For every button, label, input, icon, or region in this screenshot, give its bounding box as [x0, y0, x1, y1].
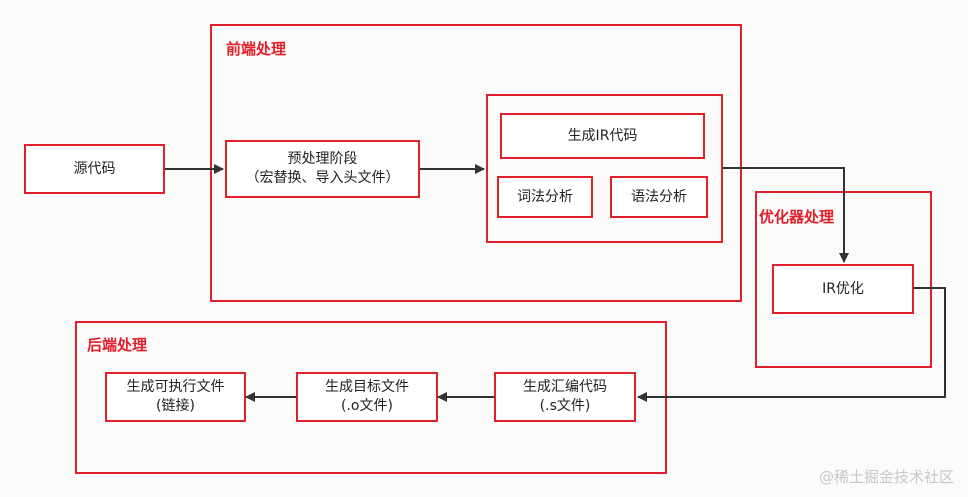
node-gen-exe: 生成可执行文件 (链接)	[105, 372, 246, 422]
edge-ir-opt-to-gen-asm	[637, 287, 946, 402]
node-source-label: 源代码	[73, 160, 116, 177]
node-preprocess: 预处理阶段 （宏替换、导入头文件）	[225, 140, 420, 198]
node-gen-obj-label: 生成目标文件	[325, 379, 409, 395]
watermark: @稀土掘金技术社区	[818, 468, 954, 486]
node-gen-ir: 生成IR代码	[500, 113, 705, 159]
edge-gen-ir-to-ir-opt	[723, 167, 849, 263]
node-gen-exe-label: 生成可执行文件	[126, 379, 225, 395]
node-gen-asm: 生成汇编代码 (.s文件)	[494, 372, 636, 422]
backend-group-title: 后端处理	[87, 336, 148, 354]
node-lexical-label: 词法分析	[517, 188, 573, 205]
node-lexical: 词法分析	[497, 176, 593, 218]
node-gen-asm-label: 生成汇编代码	[523, 379, 607, 395]
node-preprocess-label: 预处理阶段	[287, 151, 358, 167]
node-syntax-label: 语法分析	[631, 188, 687, 205]
node-ir-opt-label: IR优化	[822, 280, 864, 297]
node-gen-ir-label: 生成IR代码	[567, 127, 638, 144]
node-gen-asm-sublabel: (.s文件)	[539, 398, 591, 414]
node-syntax: 语法分析	[610, 176, 708, 218]
frontend-group-title: 前端处理	[226, 40, 287, 58]
optimizer-group-title: 优化器处理	[759, 208, 835, 226]
node-gen-obj: 生成目标文件 (.o文件)	[296, 372, 438, 422]
node-gen-obj-sublabel: (.o文件)	[341, 398, 393, 414]
node-gen-exe-sublabel: (链接)	[156, 398, 195, 414]
node-ir-opt: IR优化	[772, 264, 914, 314]
node-source: 源代码	[24, 144, 165, 194]
node-preprocess-sublabel: （宏替换、导入头文件）	[245, 170, 400, 186]
